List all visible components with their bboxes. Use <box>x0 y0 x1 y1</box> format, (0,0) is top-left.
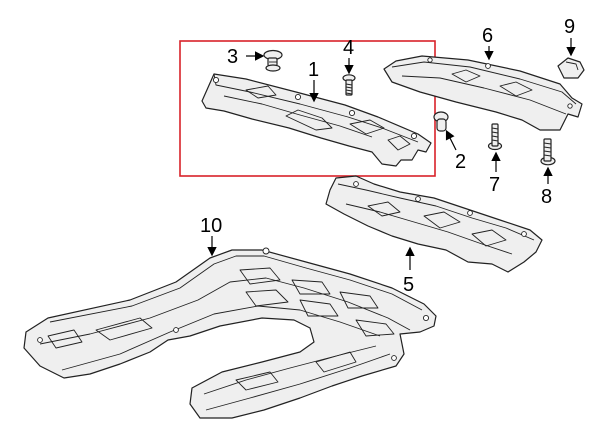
callout-number-3: 3 <box>227 46 238 68</box>
callout-3: 3 <box>227 46 265 68</box>
callout-number-9: 9 <box>564 16 575 38</box>
callout-5: 5 <box>403 246 415 296</box>
callout-9: 9 <box>564 16 576 57</box>
part-9-nut[interactable] <box>557 57 585 79</box>
callout-10: 10 <box>200 215 222 257</box>
callout-number-4: 4 <box>343 37 354 59</box>
callout-4: 4 <box>343 37 354 75</box>
part-5-middle-shield[interactable] <box>325 175 543 273</box>
callout-number-2: 2 <box>455 151 466 173</box>
part-1-deflector-shield[interactable] <box>201 73 432 167</box>
part-10-underbody-shield[interactable] <box>23 247 437 419</box>
part-7-bolt[interactable] <box>487 123 503 151</box>
callout-2: 2 <box>445 129 466 173</box>
callout-8: 8 <box>541 166 553 208</box>
callout-number-7: 7 <box>489 174 500 196</box>
callout-number-1: 1 <box>308 59 319 81</box>
callout-1: 1 <box>308 59 319 103</box>
callout-7: 7 <box>489 151 501 196</box>
callout-6: 6 <box>482 25 494 61</box>
part-2-clip[interactable] <box>433 111 449 132</box>
callout-number-10: 10 <box>200 215 222 237</box>
callout-number-6: 6 <box>482 25 493 47</box>
callout-number-8: 8 <box>541 186 552 208</box>
part-4-screw[interactable] <box>342 74 356 96</box>
part-3-push-clip[interactable] <box>263 49 283 72</box>
callout-number-5: 5 <box>403 274 414 296</box>
part-8-bolt[interactable] <box>540 138 556 166</box>
highlight-frame <box>179 40 436 177</box>
part-6-rear-shield[interactable] <box>383 55 583 131</box>
